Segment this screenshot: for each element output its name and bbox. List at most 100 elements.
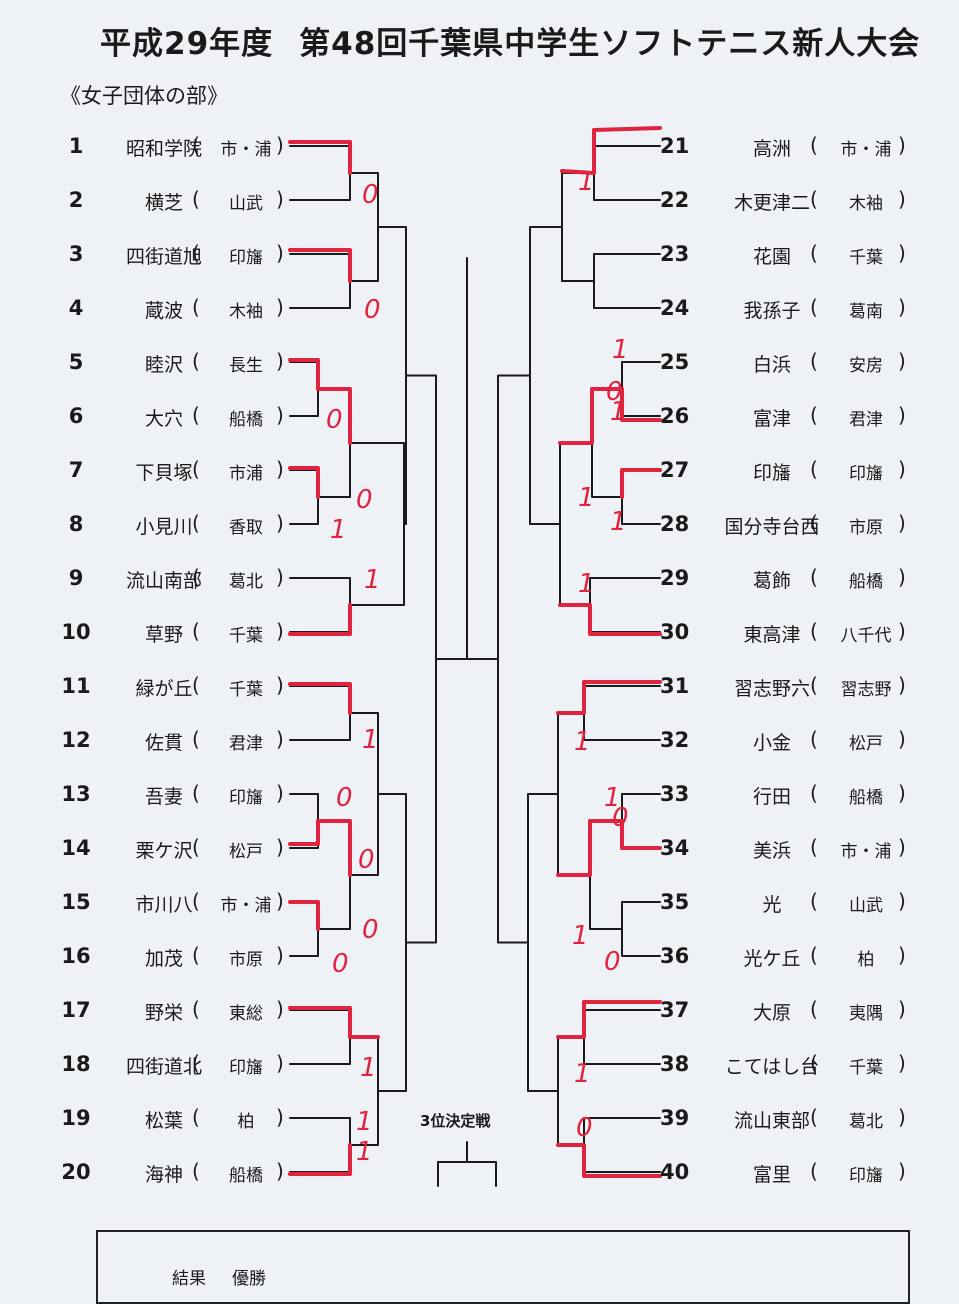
paren-close: ) xyxy=(276,349,284,373)
paren-open: ( xyxy=(810,241,818,265)
handwritten-score: 0 xyxy=(576,1113,593,1143)
handwritten-score: 1 xyxy=(364,565,381,595)
team-number: 37 xyxy=(660,998,690,1022)
winner-mark xyxy=(288,603,352,636)
team-region: 木袖 xyxy=(229,302,263,322)
winner-mark xyxy=(288,248,352,283)
handwritten-score: 0 xyxy=(332,949,349,979)
team-name: 我孫子 xyxy=(743,300,801,322)
team-number: 40 xyxy=(660,1160,690,1184)
paren-close: ) xyxy=(276,133,284,157)
paren-open: ( xyxy=(810,565,818,589)
team-name: 大穴 xyxy=(144,408,183,430)
paren-open: ( xyxy=(810,187,818,211)
paren-open: ( xyxy=(810,889,818,913)
paren-close: ) xyxy=(898,889,906,913)
team-name: 市川八 xyxy=(135,894,193,916)
paren-open: ( xyxy=(810,1105,818,1129)
team-name: 小見川 xyxy=(135,516,193,538)
paren-close: ) xyxy=(276,1159,284,1183)
team-number: 16 xyxy=(61,944,91,968)
team-number: 36 xyxy=(660,944,690,968)
paren-close: ) xyxy=(898,943,906,967)
team-number: 34 xyxy=(660,836,690,860)
paren-close: ) xyxy=(898,565,906,589)
paren-close: ) xyxy=(898,673,906,697)
paren-open: ( xyxy=(810,673,818,697)
team-region: 葛北 xyxy=(229,572,263,592)
handwritten-score: 0 xyxy=(362,915,379,945)
winner-mark xyxy=(316,819,352,877)
bracket-line xyxy=(593,145,661,201)
paren-close: ) xyxy=(898,1159,906,1183)
paren-open: ( xyxy=(192,943,200,967)
paren-open: ( xyxy=(810,835,818,859)
winner-mark xyxy=(288,1143,352,1176)
team-name: 睦沢 xyxy=(144,354,183,376)
team-name: 行田 xyxy=(752,786,791,808)
paren-close: ) xyxy=(898,835,906,859)
paren-close: ) xyxy=(898,295,906,319)
paren-open: ( xyxy=(192,511,200,535)
paren-close: ) xyxy=(276,565,284,589)
paren-open: ( xyxy=(810,457,818,481)
bracket-line xyxy=(497,374,531,944)
team-name: 小金 xyxy=(752,732,791,754)
team-number: 27 xyxy=(660,458,690,482)
title-event: 第48回千葉県中学生ソフトテニス新人大会 xyxy=(299,26,921,62)
team-entry: 34 美浜 ( 市・浦) xyxy=(660,828,940,868)
team-number: 21 xyxy=(660,134,690,158)
team-name: 草野 xyxy=(144,624,183,646)
handwritten-score: 1 xyxy=(356,1107,373,1137)
paren-close: ) xyxy=(898,241,906,265)
paren-open: ( xyxy=(810,997,818,1021)
paren-open: ( xyxy=(192,727,200,751)
team-name: 昭和学院 xyxy=(125,138,202,160)
team-name: 白浜 xyxy=(752,354,791,376)
team-region: 市原 xyxy=(849,518,883,538)
paren-open: ( xyxy=(192,403,200,427)
paren-open: ( xyxy=(810,943,818,967)
winner-mark xyxy=(556,1143,662,1178)
bracket-line xyxy=(527,793,559,1092)
paren-open: ( xyxy=(192,295,200,319)
team-name: 木更津二 xyxy=(733,192,810,214)
team-name: 印旛 xyxy=(752,462,791,484)
handwritten-score: 1 xyxy=(330,515,347,545)
handwritten-score: 0 xyxy=(356,485,373,515)
team-number: 20 xyxy=(61,1160,91,1184)
paren-open: ( xyxy=(810,403,818,427)
team-name: 美浜 xyxy=(752,840,791,862)
paren-open: ( xyxy=(192,349,200,373)
team-number: 39 xyxy=(660,1106,690,1130)
team-region: 市・浦 xyxy=(840,842,892,862)
team-name: 富津 xyxy=(752,408,791,430)
paren-close: ) xyxy=(276,781,284,805)
paren-close: ) xyxy=(898,511,906,535)
paren-open: ( xyxy=(192,619,200,643)
team-region: 安房 xyxy=(849,356,883,376)
handwritten-score: 1 xyxy=(578,569,595,599)
bracket-line xyxy=(437,1161,497,1187)
team-region: 君津 xyxy=(229,734,263,754)
bracket-line xyxy=(589,577,661,633)
paren-close: ) xyxy=(276,943,284,967)
team-number: 3 xyxy=(68,242,84,266)
team-number: 2 xyxy=(68,188,84,212)
team-number: 6 xyxy=(68,404,84,428)
team-region: 香取 xyxy=(229,518,263,538)
paren-close: ) xyxy=(276,511,284,535)
team-name: 花園 xyxy=(752,246,791,268)
